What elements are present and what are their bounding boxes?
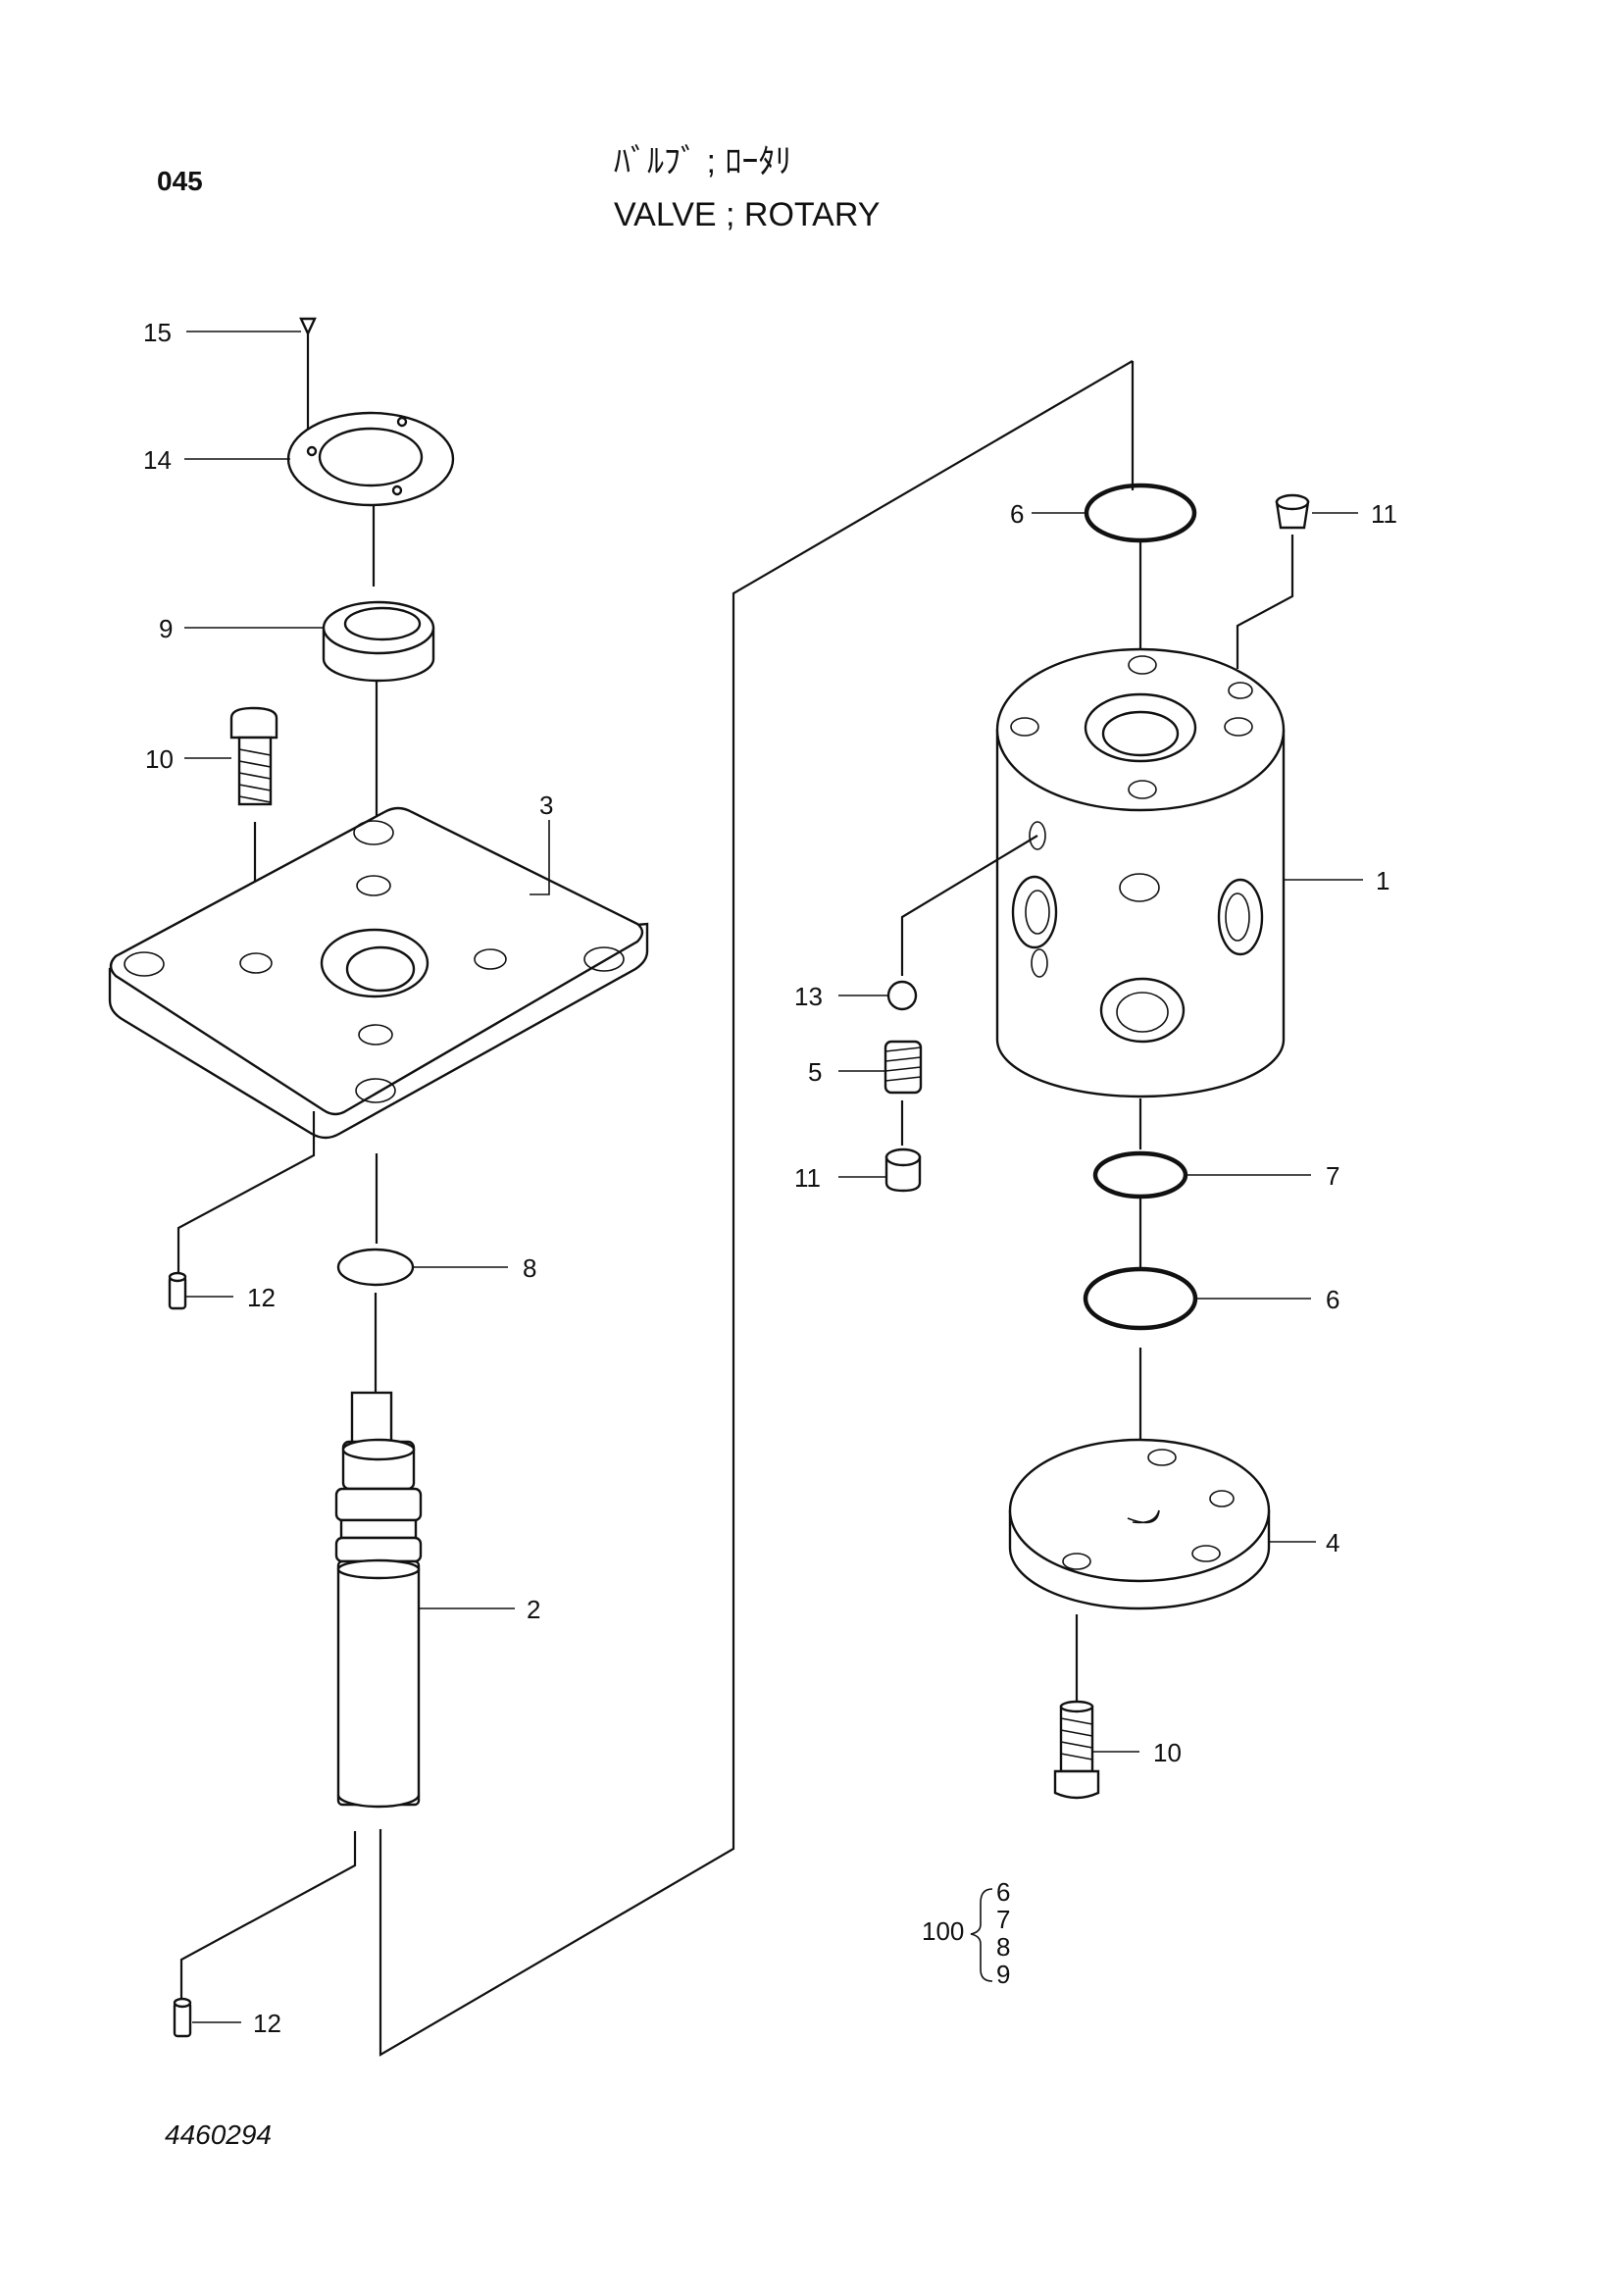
kit-brace	[970, 1888, 993, 1982]
callout-8: 8	[523, 1253, 536, 1283]
kit-item-4: 9	[996, 1960, 1010, 1989]
callout-11-upper: 11	[1371, 499, 1397, 529]
leader-11-to-1	[1236, 535, 1294, 669]
assembly-boundary-line	[379, 360, 1134, 2057]
kit-item-3: 8	[996, 1932, 1010, 1962]
part-12-pin-lower	[173, 1997, 192, 2038]
leader-12-lower-from-shaft	[179, 1831, 357, 2001]
title-english: VALVE ; ROTARY	[614, 196, 880, 233]
callout-15: 15	[143, 318, 172, 347]
part-14-gasket	[286, 411, 455, 507]
callout-12-lower: 12	[253, 2009, 281, 2038]
callout-2: 2	[527, 1595, 540, 1624]
title-japanese: ﾊﾞﾙﾌﾞ ; ﾛｰﾀﾘ	[614, 143, 791, 180]
part-6-o-ring-lower	[1083, 1266, 1198, 1331]
callout-10-upper: 10	[145, 744, 174, 774]
part-12-pin-upper	[168, 1271, 187, 1310]
callout-1: 1	[1376, 866, 1389, 895]
part-2-shaft	[334, 1391, 423, 1809]
callout-11-lower: 11	[794, 1163, 821, 1193]
callout-6-upper: 6	[1010, 499, 1024, 529]
kit-item-2: 7	[996, 1905, 1010, 1934]
leader-3	[530, 820, 550, 895]
part-10-bolt-upper	[229, 706, 278, 806]
part-7-o-ring	[1092, 1150, 1188, 1199]
part-5-spring	[884, 1040, 923, 1095]
callout-6-lower: 6	[1326, 1285, 1339, 1314]
part-1-valve-body	[995, 647, 1286, 1098]
callout-7: 7	[1326, 1161, 1339, 1191]
callout-4: 4	[1326, 1528, 1339, 1557]
part-10-bolt-lower	[1053, 1700, 1100, 1800]
figure-number: 4460294	[165, 2119, 272, 2150]
part-13-ball	[886, 980, 918, 1011]
kit-number: 100	[922, 1916, 964, 1946]
callout-3: 3	[539, 791, 553, 820]
part-3-cover-plate	[108, 806, 649, 1140]
callout-10-lower: 10	[1153, 1738, 1182, 1767]
leader-13-from-body	[900, 835, 1038, 976]
part-15-screw	[299, 317, 317, 446]
callout-12-upper: 12	[247, 1283, 276, 1312]
callout-9: 9	[159, 614, 173, 643]
part-11-plug-lower	[884, 1148, 922, 1193]
leader-12-upper-from-plate	[177, 1111, 316, 1275]
part-4-end-cover	[1008, 1438, 1271, 1610]
part-9-seal	[322, 600, 435, 683]
part-6-o-ring-upper	[1084, 483, 1197, 543]
kit-item-1: 6	[996, 1877, 1010, 1907]
part-11-plug-upper	[1275, 493, 1310, 530]
page-code: 045	[157, 166, 203, 196]
callout-14: 14	[143, 445, 172, 475]
callout-5: 5	[808, 1057, 822, 1087]
part-8-o-ring	[336, 1248, 415, 1287]
callout-13: 13	[794, 982, 823, 1011]
